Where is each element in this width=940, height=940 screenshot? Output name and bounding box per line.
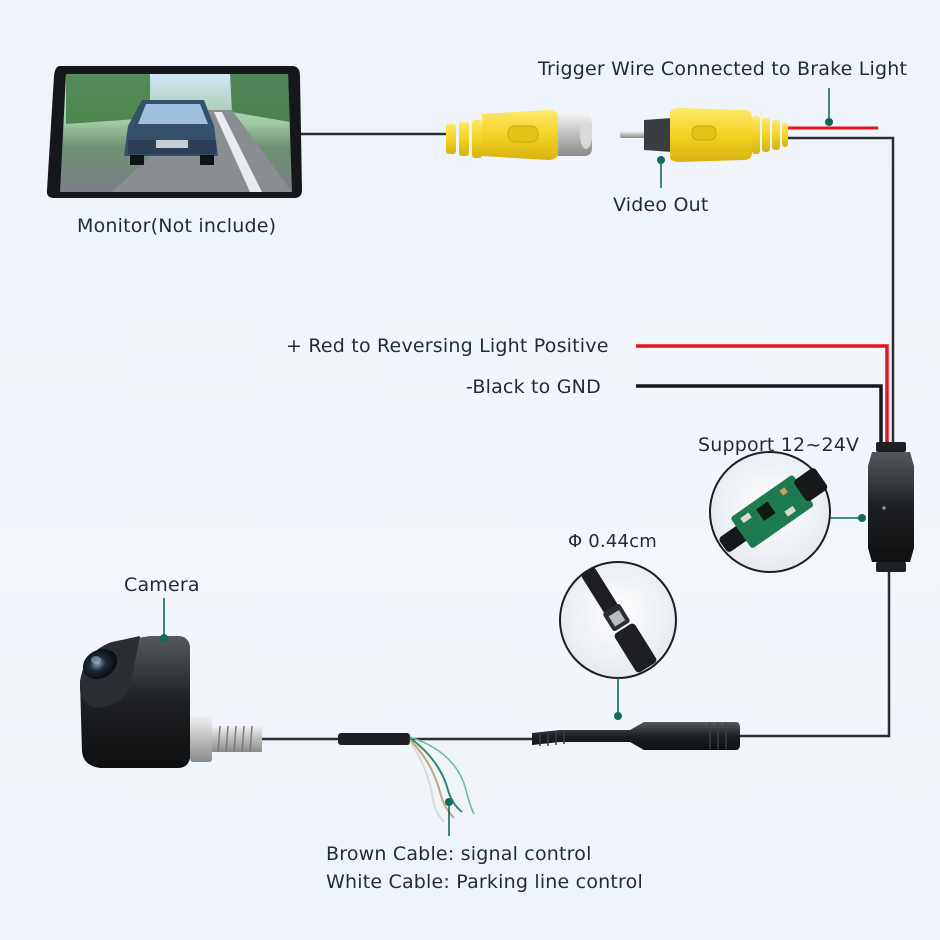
black-wire-label: -Black to GND (466, 376, 601, 398)
diameter-label: Φ 0.44cm (568, 531, 657, 552)
inline-connector-icon (532, 722, 740, 750)
red-power-wire (636, 344, 889, 446)
support-voltage-label: Support 12~24V (698, 434, 860, 456)
camera-label: Camera (124, 574, 200, 596)
rca-female-connector-icon (446, 110, 592, 160)
control-box-icon (868, 442, 914, 572)
red-wire-label: + Red to Reversing Light Positive (286, 335, 609, 357)
monitor-label: Monitor(Not include) (77, 215, 277, 237)
video-out-label: Video Out (613, 194, 709, 216)
trigger-wire-label: Trigger Wire Connected to Brake Light (538, 58, 908, 80)
four-pin-connector-icon (559, 561, 677, 679)
white-cable-label: White Cable: Parking line control (326, 871, 643, 893)
camera-icon (80, 636, 262, 768)
leader-lines (160, 88, 866, 836)
cable-split-icon (338, 733, 475, 823)
monitor-icon (46, 66, 303, 198)
rca-male-connector-icon (620, 108, 788, 162)
pcb-icon (709, 451, 831, 573)
box-to-camera-cable (738, 570, 891, 738)
brown-cable-label: Brown Cable: signal control (326, 843, 592, 865)
black-ground-wire (636, 384, 883, 446)
video-out-cable (784, 136, 895, 446)
